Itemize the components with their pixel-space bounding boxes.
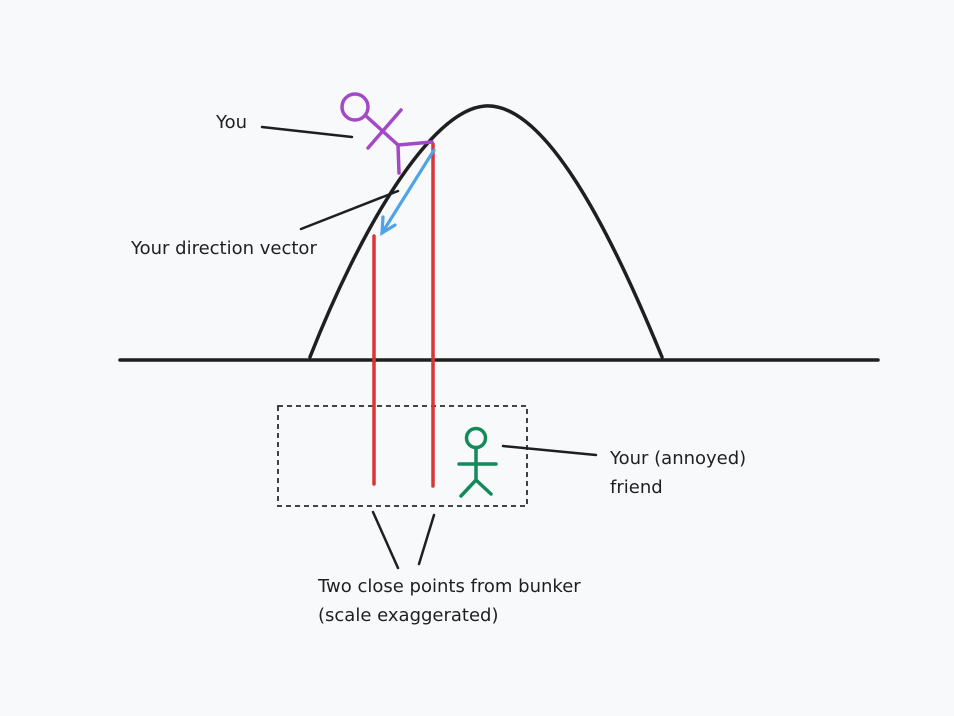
direction-vector-leader-line bbox=[299, 189, 400, 231]
label-direction-vector: Your direction vector bbox=[131, 238, 317, 259]
friend-leader-line bbox=[501, 444, 598, 457]
label-points-line2: (scale exaggerated) bbox=[318, 605, 499, 626]
points-leader-line-left bbox=[371, 510, 400, 570]
label-friend-line2: friend bbox=[610, 477, 663, 498]
label-you: You bbox=[216, 112, 248, 133]
bunker-box bbox=[277, 405, 528, 507]
you-stick-figure bbox=[340, 92, 434, 175]
direction-vector-arrow bbox=[380, 148, 436, 236]
you-leader-line bbox=[260, 125, 354, 139]
points-leader-line-right bbox=[417, 513, 436, 566]
label-friend-line1: Your (annoyed) bbox=[610, 448, 747, 469]
hill-curve bbox=[308, 104, 664, 359]
label-points-line1: Two close points from bunker bbox=[318, 576, 581, 597]
friend-stick-figure bbox=[457, 426, 498, 498]
